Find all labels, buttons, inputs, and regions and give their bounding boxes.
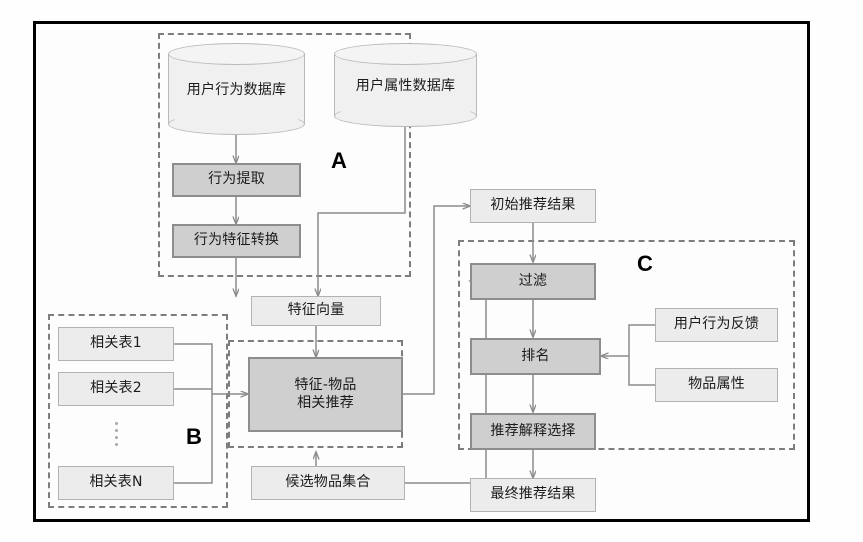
node-behavior-feature-transform[interactable]: 行为特征转换 (172, 224, 301, 258)
node-related-table-2[interactable]: 相关表2 (58, 372, 174, 406)
node-filter[interactable]: 过滤 (470, 263, 596, 300)
group-label-b: B (186, 424, 202, 449)
node-candidate-item-set-label: 候选物品集合 (285, 474, 371, 491)
node-feature-item-recommend-label-line1: 特征-物品 (294, 377, 357, 393)
node-item-attribute[interactable]: 物品属性 (655, 368, 778, 402)
database-user-behavior: 用户行为数据库 (168, 43, 305, 135)
node-related-table-1-label: 相关表1 (90, 335, 142, 352)
group-box-a (158, 33, 411, 277)
node-filter-label: 过滤 (518, 272, 548, 289)
node-behavior-extract[interactable]: 行为提取 (172, 163, 301, 197)
node-related-table-1[interactable]: 相关表1 (58, 327, 174, 361)
cylinder-bottom (168, 113, 305, 135)
node-user-behavior-feedback-label: 用户行为反馈 (673, 316, 760, 333)
cylinder-top (334, 43, 477, 65)
database-user-attribute-label: 用户属性数据库 (355, 78, 456, 94)
node-related-table-n[interactable]: 相关表N (58, 466, 174, 500)
node-final-recommend-result[interactable]: 最终推荐结果 (470, 478, 596, 512)
node-candidate-item-set[interactable]: 候选物品集合 (251, 466, 405, 500)
node-user-behavior-feedback[interactable]: 用户行为反馈 (655, 308, 778, 342)
node-initial-recommend-result-label: 初始推荐结果 (490, 197, 576, 214)
cylinder-top (168, 43, 305, 65)
node-initial-recommend-result[interactable]: 初始推荐结果 (470, 189, 596, 223)
database-user-behavior-label: 用户行为数据库 (186, 82, 287, 98)
related-table-ellipsis (115, 418, 118, 450)
node-related-table-2-label: 相关表2 (90, 380, 142, 397)
node-feature-item-recommend[interactable]: 特征-物品 相关推荐 (248, 357, 403, 432)
node-feature-vector[interactable]: 特征向量 (251, 296, 381, 326)
node-ranking-label: 排名 (521, 347, 550, 364)
node-recommend-explain-select[interactable]: 推荐解释选择 (470, 413, 596, 450)
node-behavior-feature-transform-label: 行为特征转换 (193, 232, 280, 249)
cylinder-bottom (334, 105, 477, 127)
group-label-c: C (637, 251, 653, 276)
group-label-a: A (331, 148, 347, 173)
node-final-recommend-result-label: 最终推荐结果 (490, 486, 576, 503)
node-recommend-explain-select-label: 推荐解释选择 (490, 422, 576, 439)
group-box-b (48, 314, 228, 508)
node-ranking[interactable]: 排名 (470, 338, 601, 375)
node-related-table-n-label: 相关表N (89, 474, 143, 491)
database-user-attribute: 用户属性数据库 (334, 43, 477, 127)
node-item-attribute-label: 物品属性 (688, 376, 745, 393)
node-behavior-extract-label: 行为提取 (208, 171, 265, 188)
node-feature-item-recommend-label-line2: 相关推荐 (297, 394, 354, 411)
node-feature-vector-label: 特征向量 (287, 302, 345, 319)
